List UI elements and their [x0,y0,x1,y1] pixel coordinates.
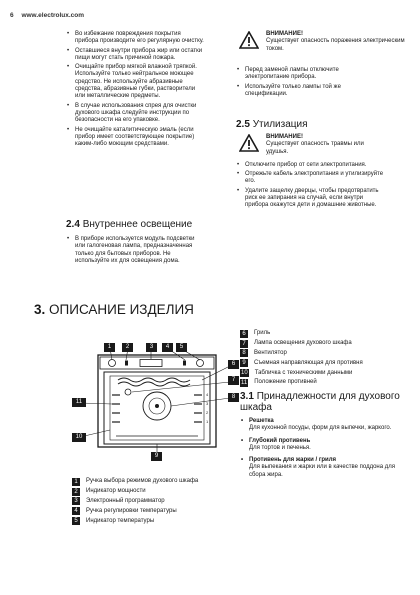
section-2-5: 2.5 Утилизация ВНИМАНИЕ! Существует опас… [236,119,386,212]
page-number: 6 [10,12,14,19]
list-item: Используйте только лампы той же специфик… [236,84,384,99]
callout-2: 2 [122,343,133,352]
warning-box: ВНИМАНИЕ! Существует опасность травмы ил… [236,134,386,156]
fan [148,397,166,415]
oven-diagram: 4 3 2 1 [79,347,231,452]
section-number: 2.5 [236,119,250,130]
grill-element [117,377,191,383]
list-item: Удалите защелку дверцы, чтобы предотврат… [236,188,386,210]
list-item: Во избежание повреждения покрытия прибор… [66,31,204,46]
leader-lines [79,347,231,452]
section-heading: 2.4 Внутреннее освещение [66,219,206,231]
section-3: 3. ОПИСАНИЕ ИЗДЕЛИЯ [34,302,194,318]
accessory-desc: Для кухонной посуды, форм для выпечки, ж… [249,425,392,432]
list-item: Отрежьте кабель электропитания и утилизи… [236,171,386,186]
svg-text:3: 3 [206,401,209,406]
warning-title: ВНИМАНИЕ! [266,31,303,37]
callout-3: 3 [146,343,157,352]
list-item: Перед заменой лампы отключите электропит… [236,67,384,82]
power-indicator [125,360,128,366]
callout-4: 4 [162,343,173,352]
website-url: www.electrolux.com [21,12,85,19]
accessory-name: Решетка [240,418,400,426]
svg-text:1: 1 [206,419,209,424]
callout-11: 11 [72,398,86,407]
section-2-4: 2.4 Внутреннее освещение В приборе испол… [66,219,206,267]
callout-8: 8 [228,393,239,402]
section-number: 3.1 [240,391,254,402]
section-title-cont: шкафа [240,402,272,413]
warning-triangle-icon [239,134,259,152]
list-item: Не очищайте каталитическую эмаль (если п… [66,127,204,149]
grill-element [117,381,191,387]
section-number: 3. [34,302,46,317]
accessory-name: Противень для жарки / гриля [240,457,400,465]
section-number: 2.4 [66,219,80,230]
fan-hub [155,404,159,408]
callout-10: 10 [72,433,86,442]
shelf-levels: 4 3 2 1 [206,392,209,424]
list-item: В случае использования спрея для очистки… [66,103,204,125]
list-item: Очищайте прибор мягкой влажной тряпкой. … [66,64,204,100]
callout-1: 1 [104,343,115,352]
lamp [124,388,132,396]
left-bullets: Во избежание повреждения покрытия прибор… [66,31,204,150]
section-title: Утилизация [252,119,308,130]
warning-box: ВНИМАНИЕ! Существует опасность поражения… [236,31,416,53]
cavity-inner [109,375,205,441]
callout-6: 6 [228,360,239,369]
section-heading: 2.5 Утилизация [236,119,386,131]
temperature-knob [196,359,204,367]
accessory-desc: Для выпекания и жарки или в качестве под… [249,464,395,478]
section-title: Принадлежности для духового [256,391,400,402]
list-item: Отключите прибор от сети электропитания. [236,162,386,170]
programmer-display [139,359,163,367]
temperature-indicator [183,360,186,366]
warning-title: ВНИМАНИЕ! [266,134,303,140]
list-item: Оставшиеся внутри прибора жир или остатк… [66,48,204,63]
warning-text: Существует опасность травмы или удушья. [266,141,364,155]
svg-text:4: 4 [206,392,209,397]
callout-5: 5 [176,343,187,352]
warning-text: Существует опасность поражения электриче… [266,38,405,52]
page-header: 6 www.electrolux.com [10,12,90,19]
right-bullets: Перед заменой лампы отключите электропит… [236,67,384,100]
list-item: В приборе используется модуль подсветки … [66,236,206,265]
section-heading: 3. ОПИСАНИЕ ИЗДЕЛИЯ [34,302,194,318]
section-title: ОПИСАНИЕ ИЗДЕЛИЯ [49,302,194,317]
callout-7: 7 [228,376,239,385]
accessory-name: Глубокий противень [240,438,400,446]
accessories-list: Решетка Для кухонной посуды, форм для вы… [240,418,400,479]
accessory-desc: Для тортов и печенья. [249,444,311,451]
callout-9: 9 [151,452,162,461]
shelf-support-right [194,394,202,423]
warning-triangle-icon [239,31,259,49]
svg-text:2: 2 [206,410,209,415]
shelf-support-left [112,394,120,423]
section-title: Внутреннее освещение [82,219,193,230]
